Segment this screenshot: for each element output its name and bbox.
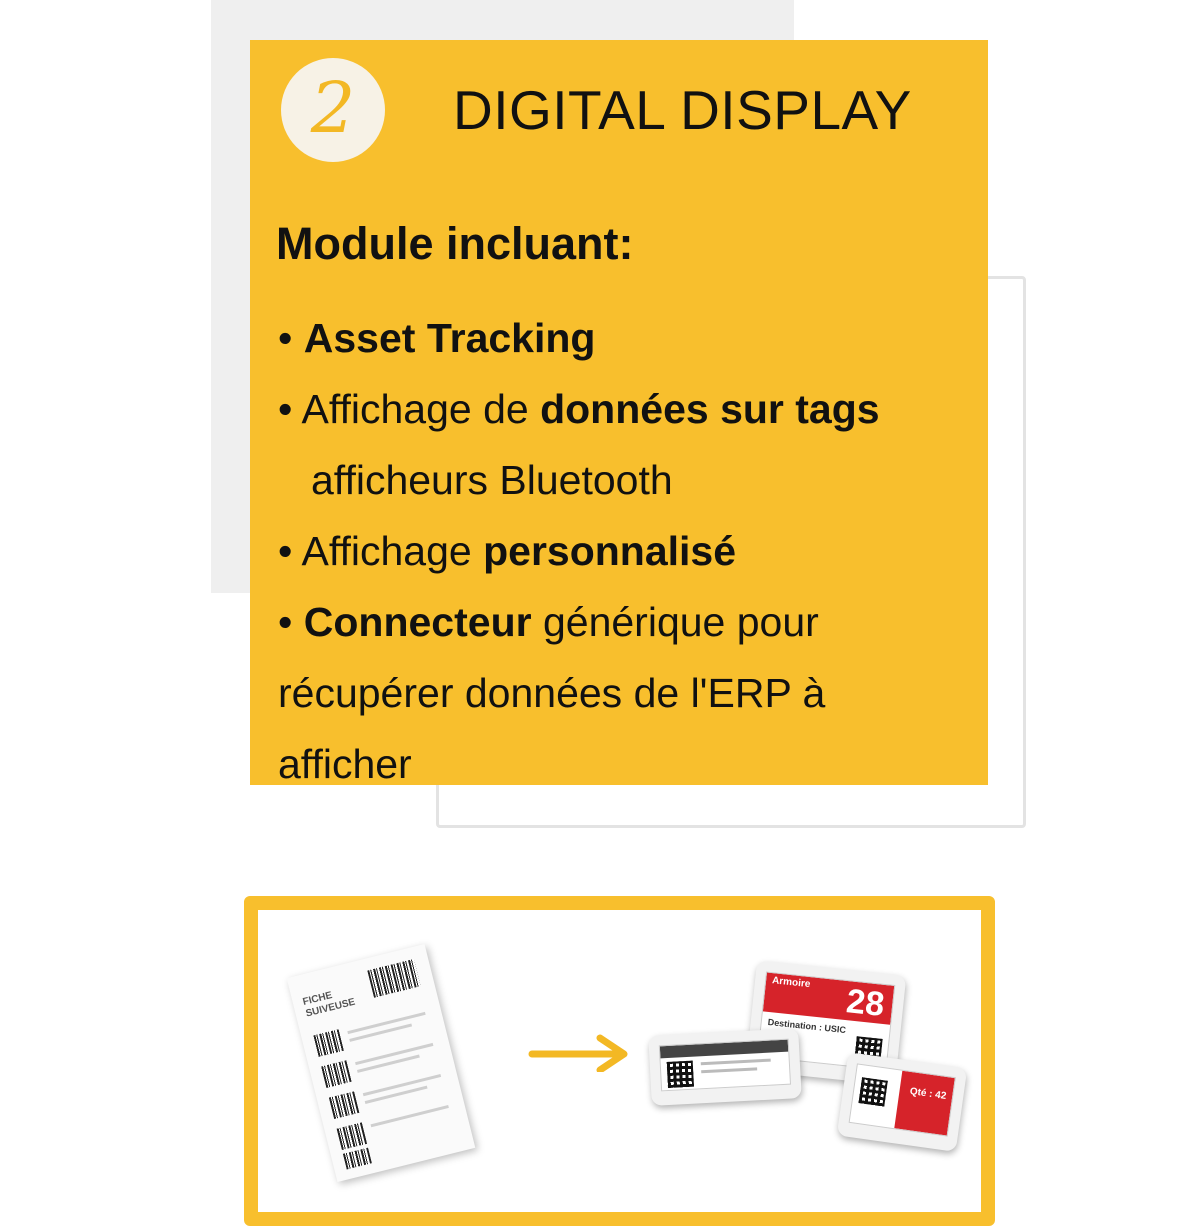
arrow-right-icon — [528, 1034, 628, 1072]
list-item: • Affichage de données sur tags — [278, 374, 978, 445]
text-line — [364, 1085, 428, 1104]
bullet: • — [278, 599, 293, 645]
list-item-continuation: afficher — [278, 729, 978, 785]
tag-screen — [658, 1038, 792, 1092]
list-item: • Connecteur générique pour — [278, 587, 978, 658]
feature-bold-text: personnalisé — [483, 528, 737, 574]
barcode-icon — [342, 1147, 372, 1170]
list-item-continuation: afficheurs Bluetooth — [278, 445, 978, 516]
text-line — [356, 1054, 420, 1073]
feature-bold-text: données sur tags — [540, 386, 880, 432]
barcode-icon — [328, 1091, 360, 1119]
text-line — [701, 1067, 758, 1074]
tag-header-band — [659, 1039, 789, 1059]
text-line — [349, 1023, 413, 1042]
feature-asset-tracking: Asset Tracking — [303, 315, 596, 361]
list-item: • Affichage personnalisé — [278, 516, 978, 587]
text-line — [370, 1105, 449, 1128]
barcode-icon — [321, 1060, 352, 1088]
barcode-icon — [313, 1029, 344, 1057]
feature-text: afficheurs Bluetooth — [311, 457, 673, 503]
card-subtitle: Module incluant: — [276, 218, 634, 269]
feature-text: afficher — [278, 741, 412, 785]
feature-text: récupérer données de l'ERP à — [278, 670, 826, 716]
e-ink-tag-medium — [648, 1028, 802, 1106]
text-line — [700, 1058, 771, 1066]
step-number: 2 — [310, 67, 356, 149]
card-title: DIGITAL DISPLAY — [453, 79, 912, 141]
tag-big-number: 28 — [844, 982, 887, 1024]
paper-tracking-sheet: FICHE SUIVEUSE — [286, 943, 476, 1183]
feature-text: Affichage — [301, 528, 484, 574]
step-number-badge: 2 — [281, 58, 385, 162]
tag-red-band — [894, 1070, 955, 1136]
feature-bold-text: Connecteur — [303, 599, 532, 645]
qr-code-icon — [858, 1077, 888, 1107]
feature-text: Affichage de — [301, 386, 541, 432]
qr-code-icon — [666, 1060, 694, 1089]
bullet: • — [278, 528, 293, 574]
illustration-panel: FICHE SUIVEUSE Armoire 28 Destination : … — [244, 896, 995, 1226]
list-item: • Asset Tracking — [278, 303, 978, 374]
bullet: • — [278, 386, 293, 432]
list-item-continuation: récupérer données de l'ERP à — [278, 658, 978, 729]
digital-display-card: 2 DIGITAL DISPLAY Module incluant: • Ass… — [250, 40, 988, 785]
barcode-icon — [336, 1122, 368, 1151]
barcode-icon — [367, 958, 421, 998]
e-ink-tag-small: Qté : 42 — [836, 1052, 968, 1152]
feature-text: générique pour — [531, 599, 819, 645]
feature-list: • Asset Tracking • Affichage de données … — [278, 303, 978, 785]
paper-sheet-label: FICHE SUIVEUSE — [301, 989, 357, 1020]
tag-screen: Qté : 42 — [848, 1063, 956, 1137]
bullet: • — [278, 315, 293, 361]
